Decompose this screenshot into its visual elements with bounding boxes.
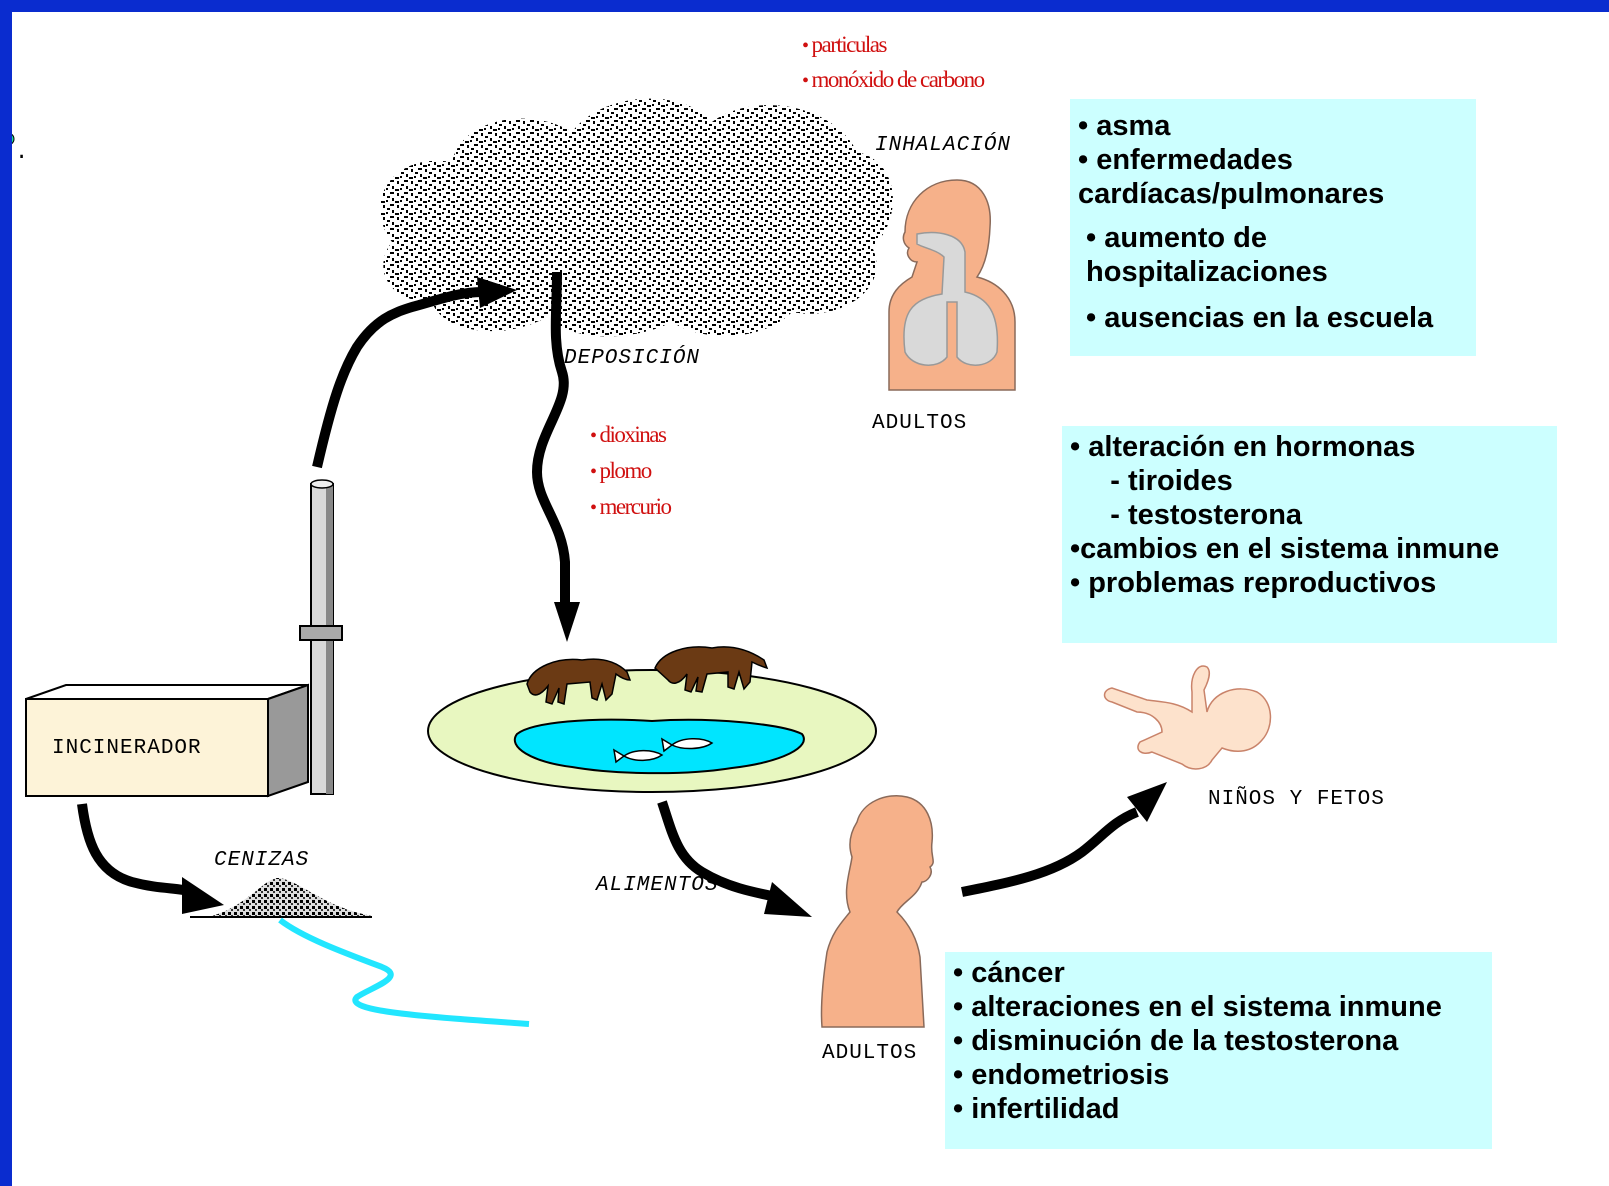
effect-item: hospitalizaciones	[1078, 256, 1328, 288]
cenizas-label: CENIZAS	[214, 849, 310, 872]
effect-item: • disminución de la testosterona	[953, 1025, 1399, 1057]
effect-item: • infertilidad	[953, 1093, 1120, 1125]
adult-bust-icon	[820, 795, 934, 1028]
bullet-dot: •	[802, 35, 809, 57]
bullet-dot: •	[802, 70, 809, 92]
stray-mark: .	[15, 140, 30, 165]
ninos-fetos-label: NIÑOS Y FETOS	[1208, 788, 1385, 811]
bullet-dot: •	[590, 461, 597, 483]
incinerator-icon	[25, 683, 309, 798]
adult-to-child-arrow	[961, 782, 1167, 897]
deposited-pollutant-label: dioxinas	[599, 422, 667, 447]
effect-item: • alteraciones en el sistema inmune	[953, 991, 1442, 1023]
children-effects-box: • alteración en hormonas - tiroides - te…	[1062, 426, 1557, 643]
ash-pile-icon	[190, 878, 372, 918]
air-pollutant-label: monóxido de carbono	[811, 67, 986, 92]
deposited-pollutant-plomo: •plomo	[590, 458, 653, 484]
effect-item: - tiroides	[1070, 465, 1233, 497]
incinerator-to-ash-arrow	[77, 803, 224, 914]
stack-to-cloud-arrow	[312, 277, 517, 469]
pond-icon	[514, 718, 805, 775]
effect-item: • aumento de	[1078, 222, 1268, 254]
effect-item: cardíacas/pulmonares	[1078, 178, 1385, 210]
incinerador-label: INCINERADOR	[52, 737, 202, 760]
baby-icon	[1103, 665, 1272, 770]
stray-dot	[12, 133, 15, 145]
deposition-arrow	[531, 271, 580, 642]
effect-item: • asma	[1078, 110, 1171, 142]
diagram-art	[12, 98, 1272, 1028]
effect-item: • ausencias en la escuela	[1078, 302, 1434, 334]
cow-icon	[526, 646, 769, 705]
deposited-pollutant-label: mercurio	[599, 494, 673, 519]
effect-item: • enfermedades	[1078, 144, 1293, 176]
effect-item: • problemas reproductivos	[1070, 567, 1437, 599]
deposited-pollutant-mercurio: •mercurio	[590, 494, 673, 520]
adult-head-lungs-icon	[888, 179, 1016, 391]
effect-item: - testosterona	[1070, 499, 1303, 531]
effect-item: • endometriosis	[953, 1059, 1170, 1091]
effect-item: • cáncer	[953, 957, 1065, 989]
food-arrow	[657, 800, 812, 917]
deposicion-label: DEPOSICIÓN	[564, 347, 701, 370]
deposited-pollutant-dioxinas: •dioxinas	[590, 422, 667, 448]
bullet-dot: •	[590, 425, 597, 447]
adultos-top-label: ADULTOS	[872, 412, 968, 435]
effect-item: • alteración en hormonas	[1070, 431, 1416, 463]
inhalation-effects-box: • asma • enfermedades cardíacas/pulmonar…	[1070, 99, 1476, 356]
deposited-pollutant-label: plomo	[599, 458, 653, 483]
air-pollutant-label: particulas	[811, 32, 888, 57]
slide: . •particulas •monóxido de carbono •diox…	[12, 12, 1609, 1186]
inhalacion-label: INHALACIÓN	[875, 134, 1012, 157]
adultos-bottom-label: ADULTOS	[822, 1042, 918, 1065]
effect-item: •cambios en el sistema inmune	[1070, 533, 1500, 565]
air-pollutant-co: •monóxido de carbono	[802, 67, 986, 93]
smokestack-icon	[299, 479, 343, 795]
alimentos-label: ALIMENTOS	[596, 874, 719, 897]
cloud-icon	[380, 98, 893, 337]
air-pollutant-particulas: •particulas	[802, 32, 888, 58]
adult-effects-box: • cáncer • alteraciones en el sistema in…	[945, 952, 1492, 1149]
bullet-dot: •	[590, 497, 597, 519]
leachate-stream	[278, 917, 530, 1027]
fish-icon	[612, 737, 714, 764]
